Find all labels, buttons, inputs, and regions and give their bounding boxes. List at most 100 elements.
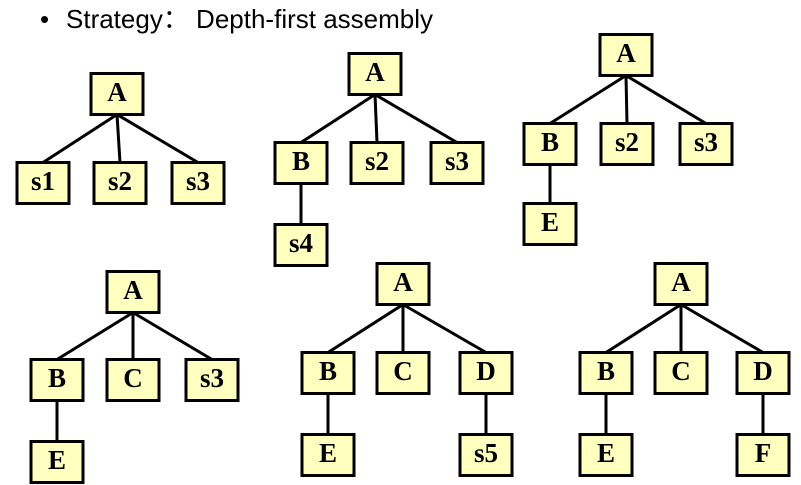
node-label: A xyxy=(365,57,385,87)
node-box xyxy=(735,433,791,477)
node-box xyxy=(735,351,791,395)
bullet-icon: • xyxy=(40,4,50,34)
node-label: C xyxy=(123,363,143,393)
node-label: E xyxy=(48,445,66,475)
tree-node: s3 xyxy=(184,358,240,402)
node-box xyxy=(458,433,514,477)
node-label: B xyxy=(48,363,66,393)
node-label: C xyxy=(671,356,691,386)
tree-node: F xyxy=(735,433,791,477)
node-box xyxy=(92,161,148,205)
slide-heading: •Strategy： Depth-first assembly xyxy=(40,2,433,36)
tree-node: D xyxy=(458,351,514,395)
node-box xyxy=(599,122,655,166)
tree-node: A xyxy=(89,72,145,116)
tree-node: s3 xyxy=(678,122,734,166)
node-label: E xyxy=(541,207,559,237)
node-box xyxy=(29,358,85,402)
node-label: D xyxy=(476,356,496,386)
edge-A-D xyxy=(680,303,764,354)
tree-node: s2 xyxy=(349,141,405,185)
tree-node: s4 xyxy=(273,223,329,267)
node-label: A xyxy=(616,38,636,68)
node-label: B xyxy=(597,356,615,386)
edge-A-s3 xyxy=(625,74,707,125)
tree-node: s3 xyxy=(170,161,226,205)
node-label: s1 xyxy=(31,166,55,196)
tree-node: E xyxy=(578,433,634,477)
tree-6: A B C D E F xyxy=(578,262,791,477)
node-box xyxy=(578,433,634,477)
node-box xyxy=(89,72,145,116)
edge-A-s3 xyxy=(374,93,458,144)
tree-node: s2 xyxy=(92,161,148,205)
node-label: B xyxy=(319,356,337,386)
edge-A-B xyxy=(327,303,404,354)
node-box xyxy=(105,270,161,314)
node-box xyxy=(15,161,71,205)
node-label: s3 xyxy=(186,166,210,196)
node-box xyxy=(273,141,329,185)
node-box xyxy=(678,122,734,166)
tree-node: C xyxy=(105,358,161,402)
node-label: A xyxy=(671,267,691,297)
node-box xyxy=(300,433,356,477)
node-label: A xyxy=(393,267,413,297)
node-label: s2 xyxy=(365,146,389,176)
tree-node: A xyxy=(598,33,654,77)
tree-node: A xyxy=(653,262,709,306)
node-label: s3 xyxy=(694,127,718,157)
node-box xyxy=(273,223,329,267)
node-label: s3 xyxy=(200,363,224,393)
tree-node: A xyxy=(375,262,431,306)
tree-node: s5 xyxy=(458,433,514,477)
node-label: s4 xyxy=(289,228,313,258)
node-label: E xyxy=(597,438,615,468)
edge-A-B xyxy=(300,93,376,144)
tree-node: B xyxy=(578,351,634,395)
node-label: A xyxy=(107,77,127,107)
edge-A-s2 xyxy=(624,75,629,124)
node-box xyxy=(300,351,356,395)
edge-A-s2 xyxy=(373,94,379,143)
node-box xyxy=(347,52,403,96)
tree-node: A xyxy=(105,270,161,314)
tree-node: E xyxy=(522,202,578,246)
node-label: B xyxy=(541,127,559,157)
node-label: D xyxy=(753,356,773,386)
tree-node: E xyxy=(29,440,85,484)
node-box xyxy=(349,141,405,185)
tree-node: s3 xyxy=(429,141,485,185)
node-box xyxy=(29,440,85,484)
node-box xyxy=(458,351,514,395)
edge-A-s3 xyxy=(132,311,213,361)
node-box xyxy=(375,262,431,306)
node-box xyxy=(375,351,431,395)
edge-A-s1 xyxy=(42,113,118,164)
node-label: s2 xyxy=(615,127,639,157)
tree-node: B xyxy=(273,141,329,185)
tree-node: B xyxy=(29,358,85,402)
edge-A-B xyxy=(605,303,682,354)
node-box xyxy=(653,351,709,395)
tree-node: E xyxy=(300,433,356,477)
node-label: s5 xyxy=(474,438,498,468)
tree-1: As1 s2 s3 xyxy=(15,72,226,205)
node-box xyxy=(184,358,240,402)
node-label: F xyxy=(755,438,772,468)
node-box xyxy=(105,358,161,402)
node-label: s3 xyxy=(445,146,469,176)
edge-A-s3 xyxy=(116,113,199,164)
tree-node: s1 xyxy=(15,161,71,205)
node-box xyxy=(653,262,709,306)
edge-A-s2 xyxy=(115,114,122,163)
tree-node: A xyxy=(347,52,403,96)
node-box xyxy=(522,122,578,166)
node-box xyxy=(522,202,578,246)
